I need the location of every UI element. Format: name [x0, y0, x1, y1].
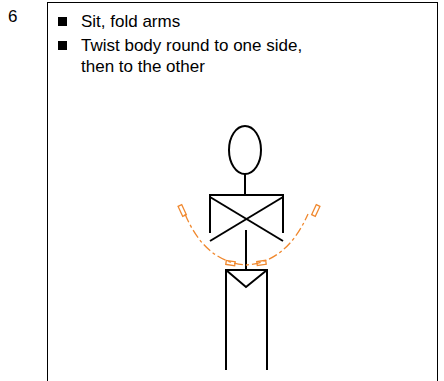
- bullet: [58, 17, 67, 26]
- arrow-end: [178, 205, 186, 217]
- instruction-text: Sit, fold arms: [81, 11, 341, 32]
- hips: [226, 270, 267, 287]
- instruction-text: Twist body round to one side, then to th…: [81, 35, 309, 77]
- exercise-number: 6: [8, 6, 17, 27]
- arrow-mark: [257, 260, 266, 265]
- twist-arrows: [178, 205, 320, 266]
- bullet: [58, 41, 67, 50]
- arrow-mark: [226, 260, 235, 265]
- neck: [244, 174, 246, 195]
- legs: [226, 270, 267, 370]
- spine: [245, 230, 247, 270]
- arrow-end: [312, 205, 320, 217]
- torso: [210, 195, 283, 233]
- exercise-box: Sit, fold armsTwist body round to one si…: [47, 2, 438, 381]
- head: [229, 126, 261, 174]
- twist-arc: [185, 214, 308, 265]
